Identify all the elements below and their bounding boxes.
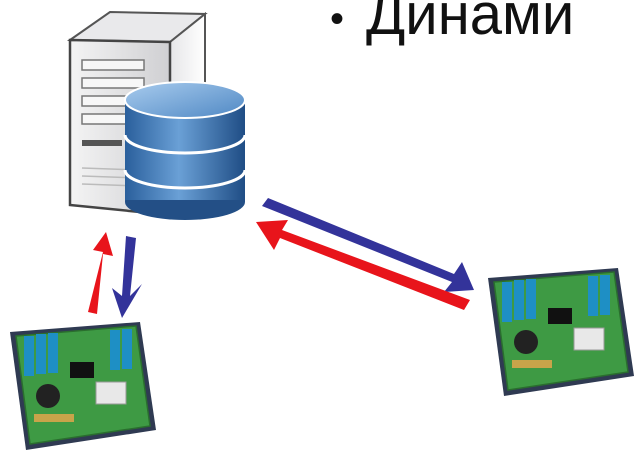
request-arrow-to-left	[256, 220, 470, 310]
response-arrow-down	[112, 236, 142, 318]
crystal	[512, 360, 552, 368]
slide-title-text: Динами	[366, 0, 575, 47]
access-controller-board-icon	[488, 268, 634, 396]
response-arrow-to-right	[262, 198, 474, 292]
drive-bay	[81, 59, 145, 146]
slide-title: • Динами	[330, 0, 574, 44]
chip	[548, 308, 572, 324]
access-controller-board-icon	[10, 322, 156, 450]
buzzer	[514, 330, 538, 354]
rj45-port	[95, 381, 127, 405]
request-arrow-up	[88, 232, 113, 314]
rj45-port	[573, 327, 605, 351]
terminal-block	[502, 275, 610, 322]
crystal	[34, 414, 74, 422]
buzzer	[36, 384, 60, 408]
chip	[70, 362, 94, 378]
terminal-block	[24, 329, 132, 376]
bullet-glyph: •	[330, 0, 345, 41]
database-icon	[123, 81, 247, 220]
